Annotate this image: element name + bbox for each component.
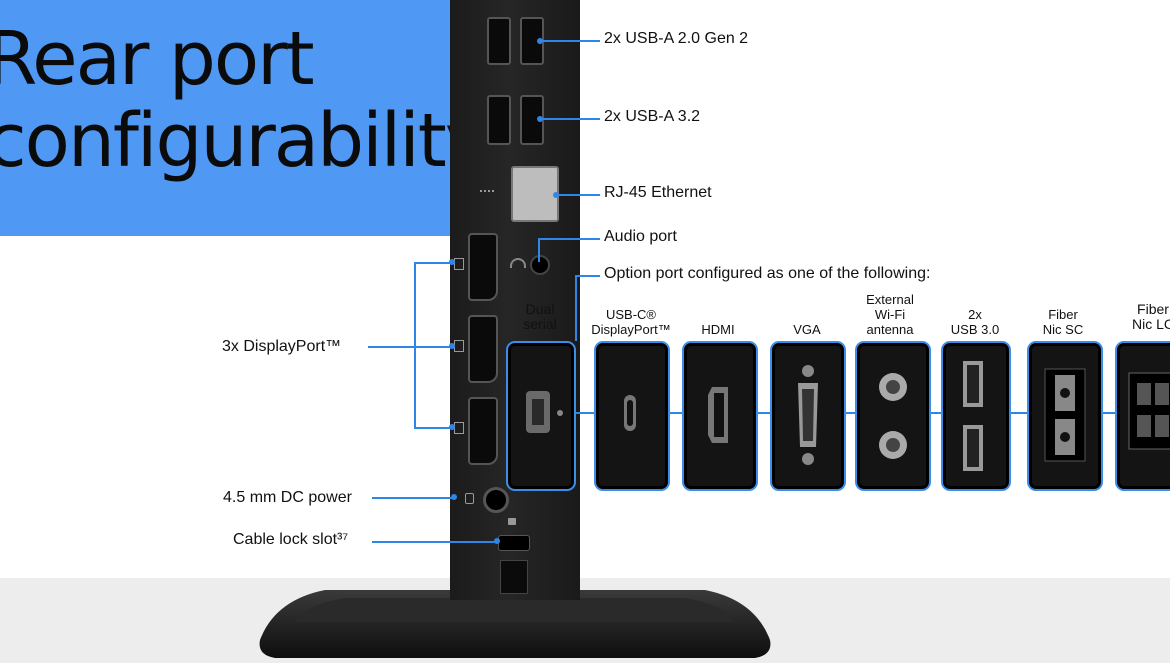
leader-line <box>540 40 600 42</box>
option-fiber-nic-sc <box>1027 341 1103 491</box>
headphone-icon <box>510 258 526 268</box>
leader-line <box>414 427 454 429</box>
fiber-lc-icon <box>1128 372 1170 450</box>
leader-line <box>538 238 540 262</box>
serial-port-icon <box>526 391 563 433</box>
power-plug-icon <box>465 493 474 504</box>
label-displayport: 3x DisplayPort™ <box>222 338 342 355</box>
label-dc-power: 4.5 mm DC power <box>223 489 352 506</box>
fiber-sc-icon <box>1044 368 1086 462</box>
displayport-icon <box>454 340 464 352</box>
option-fiber-nic-lc <box>1115 341 1170 491</box>
leader-line <box>368 346 416 348</box>
displayport-icon <box>454 258 464 270</box>
option-label-wifi: External Wi-Fi antenna <box>866 292 914 337</box>
label-cable-lock: Cable lock slot³⁷ <box>233 531 349 548</box>
option-label-vga: VGA <box>793 322 821 337</box>
option-usb-c-displayport <box>594 341 670 491</box>
option-label-dual-serial: Dual serial <box>523 301 557 332</box>
leader-line <box>372 541 497 543</box>
option-dual-serial <box>506 341 576 491</box>
usb-a-2-port <box>487 17 511 65</box>
thin-client-rear <box>450 0 580 600</box>
displayport-2 <box>468 315 498 383</box>
leader-dot <box>494 538 500 544</box>
leader-line <box>414 346 454 348</box>
leader-line <box>372 497 454 499</box>
leader-line <box>414 262 416 428</box>
option-label-usb30: 2x USB 3.0 <box>950 307 1000 337</box>
displayport-3 <box>468 397 498 465</box>
label-option-port: Option port configured as one of the fol… <box>604 265 931 282</box>
audio-jack <box>530 255 550 275</box>
label-usb2: 2x USB-A 2.0 Gen 2 <box>604 30 749 47</box>
option-label-hdmi: HDMI <box>701 322 735 337</box>
antenna-icon <box>879 373 907 459</box>
vga-icon <box>798 365 818 465</box>
leader-line <box>538 238 600 240</box>
option-usb-3 <box>941 341 1011 491</box>
device-stand <box>259 590 771 658</box>
leader-dot <box>449 343 455 349</box>
label-usb32: 2x USB-A 3.2 <box>604 108 701 125</box>
displayport-icon <box>454 422 464 434</box>
leader-line <box>575 275 600 277</box>
hero-banner: Rear port configurability <box>0 0 450 236</box>
network-icon <box>480 190 494 196</box>
dc-power-jack <box>483 487 509 513</box>
leader-dot <box>451 494 457 500</box>
leader-dot <box>449 424 455 430</box>
leader-dot <box>449 259 455 265</box>
ethernet-port <box>511 166 559 222</box>
page-title: Rear port configurability <box>0 16 450 184</box>
cable-lock-slot <box>498 535 530 551</box>
leader-line <box>540 118 600 120</box>
option-vga <box>770 341 846 491</box>
leader-line <box>556 194 600 196</box>
displayport-1 <box>468 233 498 301</box>
option-wifi-antenna <box>855 341 931 491</box>
usb-a-3-port <box>487 95 511 145</box>
option-label-fiber-lc: Fiber Nic LC <box>1131 301 1170 332</box>
option-hdmi <box>682 341 758 491</box>
usb-c-icon <box>624 395 636 431</box>
label-ethernet: RJ-45 Ethernet <box>604 184 712 201</box>
stand-clip <box>500 560 528 594</box>
leader-line <box>575 275 577 341</box>
label-audio: Audio port <box>604 228 677 245</box>
hdmi-icon <box>708 387 728 443</box>
option-label-fiber-sc: Fiber Nic SC <box>1042 307 1084 337</box>
leader-line <box>414 262 454 264</box>
option-label-usbc: USB-C® DisplayPort™ <box>591 307 671 337</box>
usb-icon <box>963 361 983 471</box>
lock-icon <box>508 518 516 525</box>
